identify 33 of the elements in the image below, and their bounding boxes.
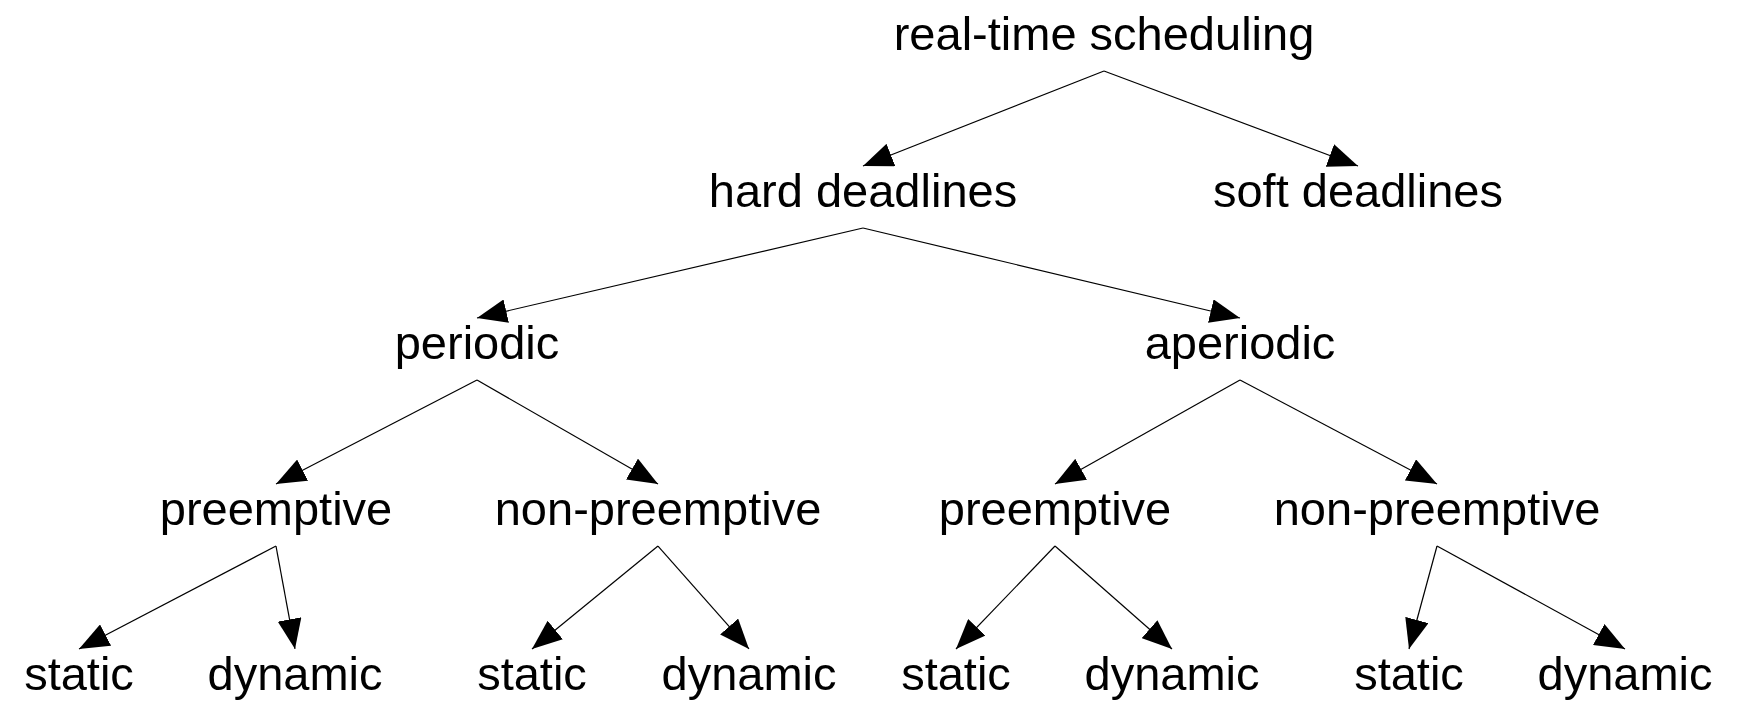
node-label: dynamic: [1080, 647, 1264, 709]
arrow: [1239, 379, 1438, 485]
node-label: dynamic: [657, 647, 841, 709]
arrow: [1103, 70, 1359, 167]
node-label: static: [897, 647, 1015, 709]
arrow: [657, 545, 750, 650]
arrow: [1054, 545, 1173, 650]
node-label: non-preemptive: [1269, 482, 1605, 544]
node-label: soft deadlines: [1209, 164, 1507, 226]
arrow: [476, 227, 864, 323]
arrow: [862, 70, 1105, 167]
node-label: dynamic: [1533, 647, 1717, 709]
node-label: non-preemptive: [490, 482, 826, 544]
arrow: [1436, 545, 1626, 650]
arrow: [531, 545, 659, 650]
node-label: preemptive: [155, 482, 397, 544]
arrow: [78, 545, 277, 650]
node-label: static: [1350, 647, 1468, 709]
node-label: periodic: [390, 316, 564, 378]
node-label: aperiodic: [1140, 316, 1340, 378]
arrow: [1054, 379, 1241, 485]
node-label: real-time scheduling: [889, 7, 1319, 69]
node-label: dynamic: [203, 647, 387, 709]
node-label: static: [473, 647, 591, 709]
arrow: [275, 545, 302, 650]
node-label: static: [20, 647, 138, 709]
arrow: [476, 379, 659, 485]
node-label: hard deadlines: [704, 164, 1022, 226]
arrow: [862, 227, 1241, 323]
node-label: preemptive: [934, 482, 1176, 544]
arrow: [275, 379, 478, 485]
arrow: [955, 545, 1056, 650]
arrow: [1405, 545, 1438, 650]
